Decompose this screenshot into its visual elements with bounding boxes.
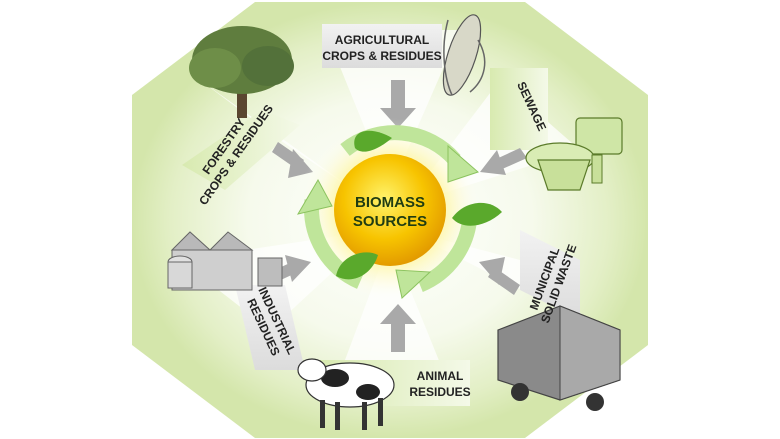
leaf-icon <box>336 252 378 280</box>
arrow-municipal <box>479 257 520 295</box>
panel-forestry <box>182 110 300 190</box>
arrow-forestry <box>272 142 313 178</box>
arrow-animal <box>380 304 416 352</box>
tree-icon <box>189 26 294 118</box>
arrow-agricultural <box>380 80 416 128</box>
corn-icon <box>442 14 486 96</box>
toilet-icon <box>525 117 623 191</box>
label-agricultural-line2: CROPS & RESIDUES <box>322 49 441 63</box>
panel-agricultural <box>322 24 442 68</box>
panel-sewage <box>490 68 548 150</box>
label-agricultural-line1: AGRICULTURAL <box>335 33 429 47</box>
label-animal-line2: RESIDUES <box>409 385 470 399</box>
cow-icon <box>297 358 395 430</box>
garbage-truck-icon <box>497 305 621 411</box>
factory-icon <box>167 231 283 291</box>
leaf-icons <box>336 130 502 280</box>
cycle-arrowheads <box>296 144 479 299</box>
arrow-sewage <box>480 148 527 175</box>
panel-municipal <box>520 230 580 320</box>
leaf-icon <box>354 130 392 152</box>
sun-core <box>334 154 446 266</box>
panel-industrial <box>235 285 305 370</box>
center-title-line2: SOURCES <box>353 213 427 230</box>
center-title-line1: BIOMASS <box>355 194 425 211</box>
leaf-icon <box>452 202 502 226</box>
label-animal-line1: ANIMAL <box>417 369 464 383</box>
